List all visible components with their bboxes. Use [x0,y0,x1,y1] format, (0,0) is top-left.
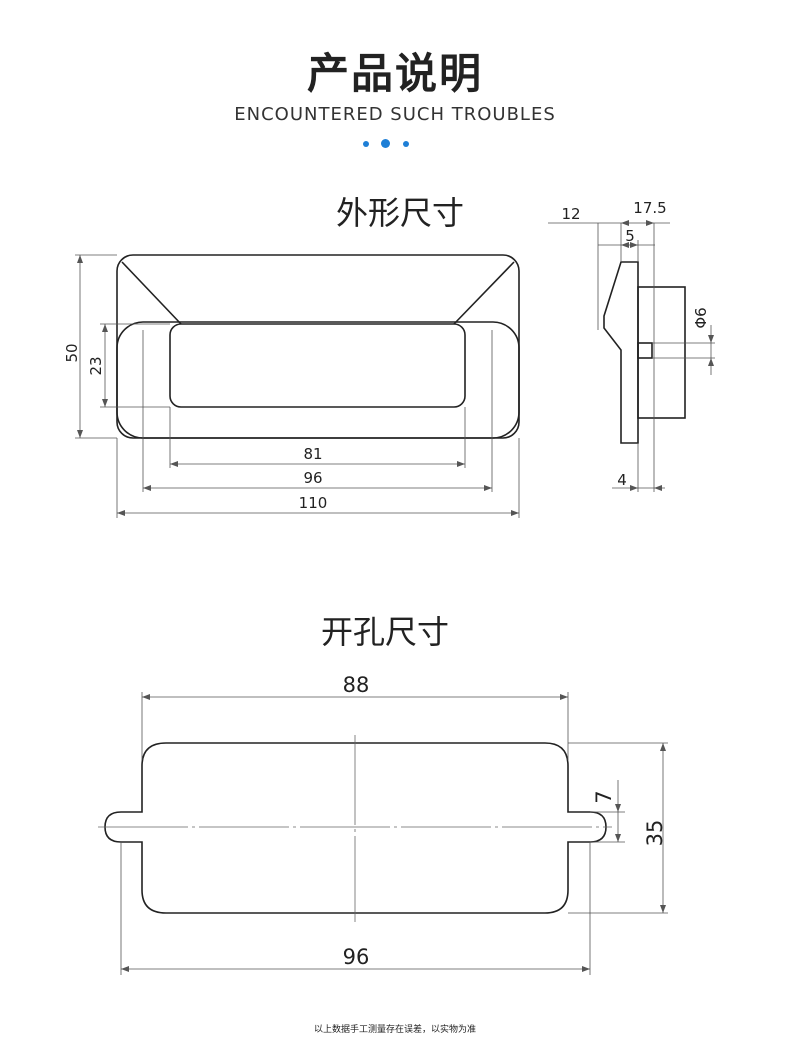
dim-width-total: 110 [299,494,328,512]
decor-dot-right [403,141,409,147]
dim-cutout-width-bottom: 96 [343,945,370,969]
side-view [603,261,686,444]
page-title: 产品说明 [306,49,483,98]
dim-height-total: 50 [63,343,81,362]
cutout-centerlines [98,735,612,922]
cutout-outline [104,742,607,914]
dim-depth-total: 17.5 [633,199,666,217]
dim-width-inner: 81 [303,445,322,463]
side-flange [603,261,639,444]
bevel-line-right [453,261,515,325]
front-dimension-lines [75,254,520,518]
dim-base: 4 [617,471,627,489]
dim-cutout-width-top: 88 [343,673,370,697]
outline-section-title: 外形尺寸 [335,194,464,232]
dim-width-mid: 96 [303,469,322,487]
front-arrows [77,255,519,516]
dim-depth-b: 5 [625,227,635,245]
outer-plate [116,254,520,439]
grip-recess [169,323,466,408]
side-pin [637,342,653,359]
page-subtitle: ENCOUNTERED SUCH TROUBLES [234,104,556,125]
bevel-line-left [121,261,182,325]
dim-depth-a: 12 [561,205,580,223]
dim-cutout-height: 35 [643,820,667,847]
cutout-view [104,742,607,914]
plate-lower-edge [116,321,520,439]
decor-dot-center [381,139,390,148]
side-arrows [621,220,714,491]
front-view [116,254,520,439]
decor-dot-left [363,141,369,147]
side-dimension-lines [548,222,715,492]
cutout-arrows [121,694,666,972]
cutout-dimension-lines [120,692,668,975]
footnote: 以上数据手工测量存在误差，以实物为准 [313,1025,476,1035]
dim-cutout-tab: 7 [592,790,616,803]
side-body [637,286,686,419]
cutout-section-title: 开孔尺寸 [320,613,449,651]
dim-pin: Φ6 [692,307,710,328]
dim-height-inner: 23 [87,356,105,375]
